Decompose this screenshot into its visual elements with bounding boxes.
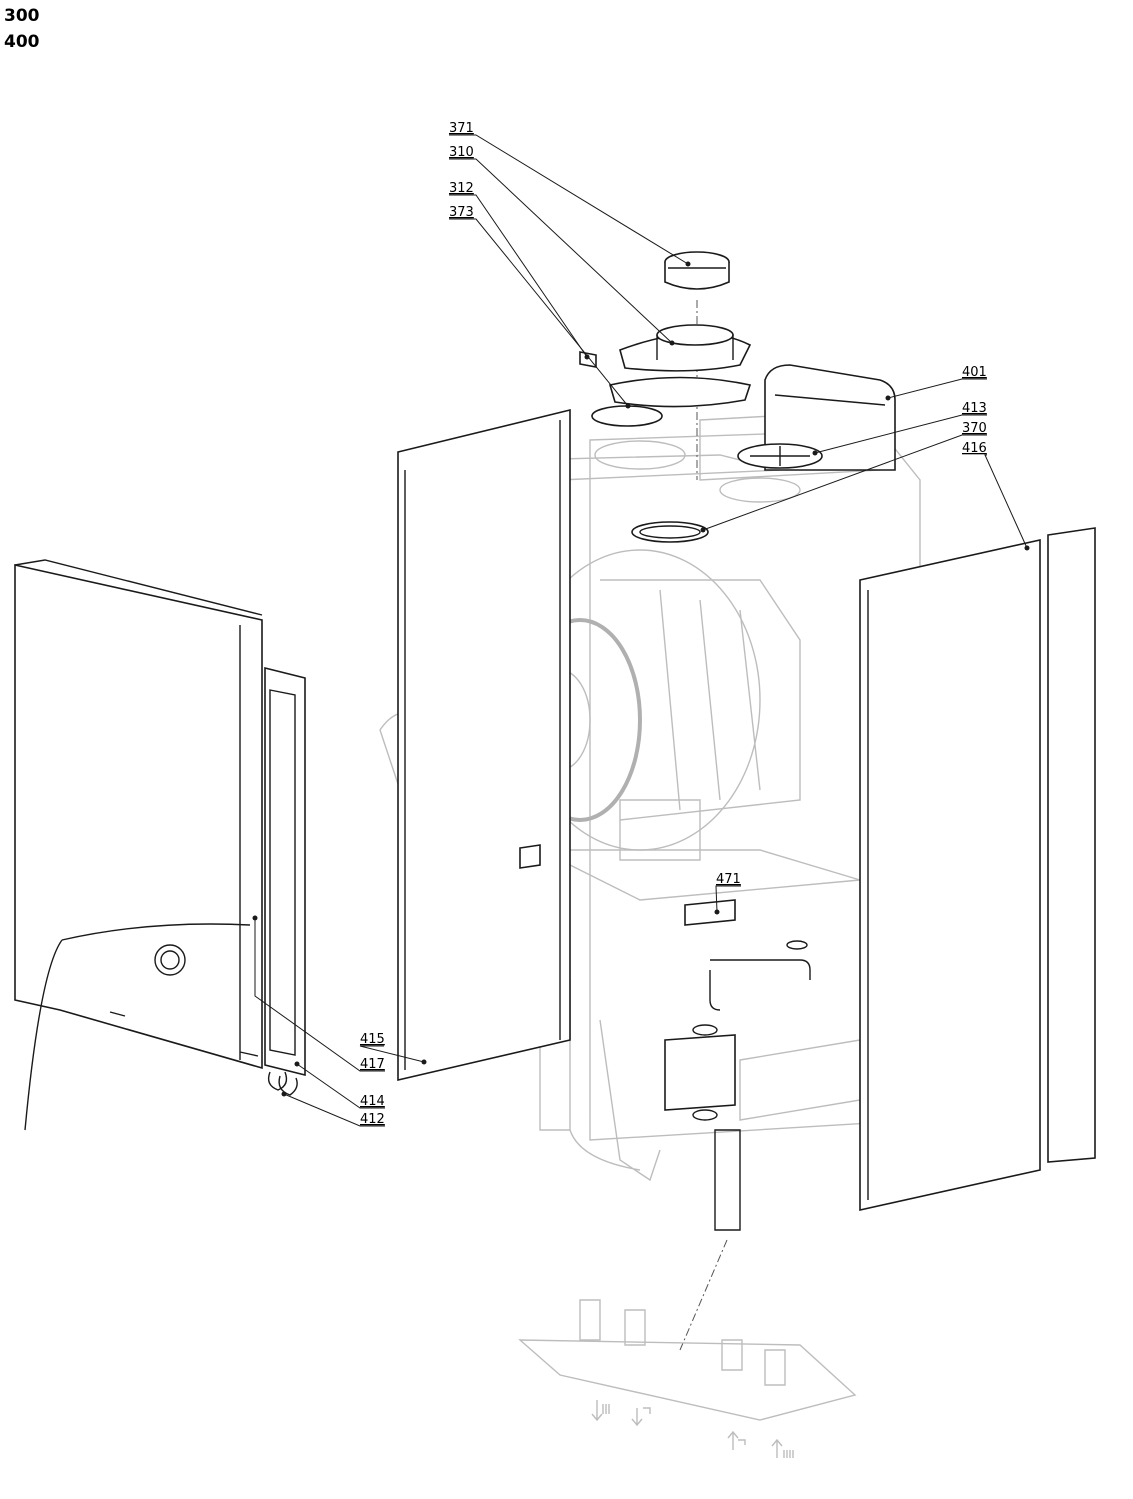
arrow-up-icon (727, 1430, 746, 1450)
leader-lines (252, 134, 1030, 1127)
arrow-down-icon (591, 1400, 610, 1422)
radiator-icon (771, 1438, 794, 1458)
model-label-400: 400 (4, 32, 40, 52)
expansion-vessel-401 (764, 364, 896, 471)
side-panel-416 (859, 527, 1096, 1211)
callout-471: 471 (716, 872, 741, 887)
seal-ring-370 (631, 521, 709, 543)
callout-416: 416 (962, 441, 987, 456)
callout-312: 312 (449, 181, 474, 196)
callout-417: 417 (360, 1057, 385, 1072)
gas-valve-and-pipes (519, 844, 811, 1351)
callout-370: 370 (962, 421, 987, 436)
connection-bracket (518, 1299, 857, 1421)
flue-adapter-assembly (579, 251, 823, 480)
model-label-300: 300 (4, 6, 40, 26)
callout-412: 412 (360, 1112, 385, 1127)
callout-401: 401 (962, 365, 987, 380)
callout-373: 373 (449, 205, 474, 220)
side-panel-415 (397, 408, 571, 1082)
callout-310: 310 (449, 145, 474, 160)
callout-414: 414 (360, 1094, 385, 1109)
front-cover-417 (14, 559, 306, 1131)
callout-413: 413 (962, 401, 987, 416)
tap-icon (631, 1407, 651, 1427)
callout-371: 371 (449, 121, 474, 136)
clips-414-412 (267, 1071, 298, 1096)
callout-415: 415 (360, 1032, 385, 1047)
